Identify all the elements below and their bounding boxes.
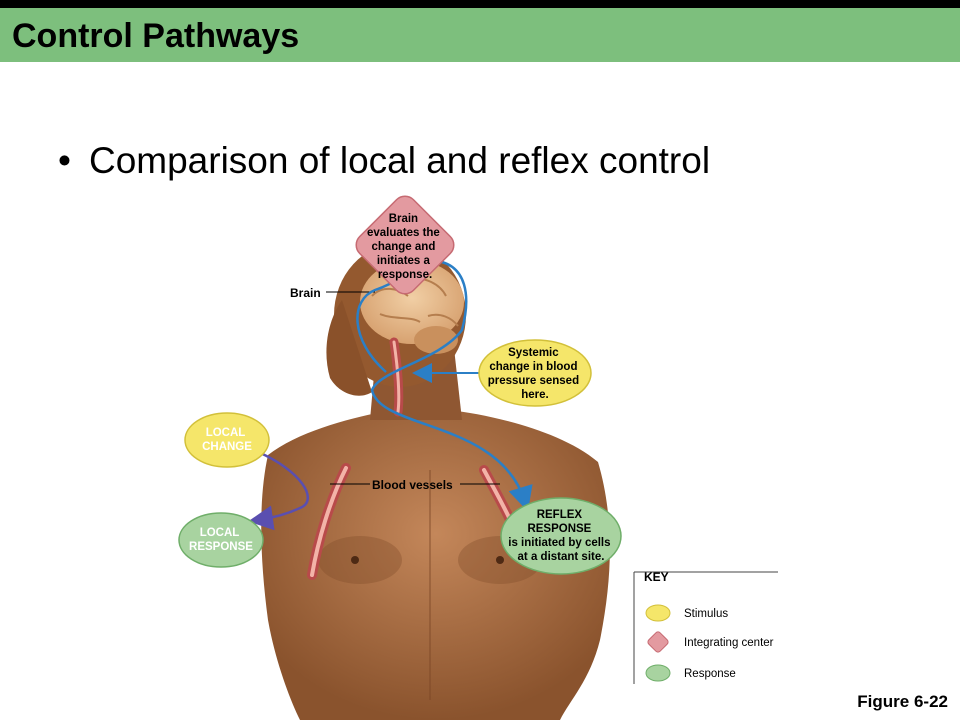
brain-center-line-4: initiates a (377, 255, 431, 267)
svg-text:LOCAL CHANGE: LOCAL CHANGE (202, 427, 252, 453)
reflex-response-oval: REFLEX RESPONSE is initiated by cells at… (500, 497, 622, 575)
systemic-line-3: pressure sensed (488, 375, 579, 387)
title-bar (0, 8, 960, 62)
local-change-oval: LOCAL CHANGE (184, 412, 270, 468)
reflex-pathway-arrow (356, 258, 533, 512)
local-response-oval: LOCAL RESPONSE (178, 512, 264, 568)
svg-text:REFLEX RESPONSE: REFLEX RESPONSE is initiated by cells at… (508, 509, 613, 563)
brain-center-line-5: response. (378, 269, 432, 281)
local-response-line-1: LOCAL (200, 527, 240, 539)
systemic-stimulus-oval: Systemic change in blood pressure sensed… (478, 339, 592, 407)
brain-center-line-1: Brain (389, 213, 418, 225)
svg-text:Brain evaluates the: Brain evaluates the change and initiates… (367, 213, 443, 281)
legend-key: KEY Stimulus Integrating center Response (633, 570, 778, 684)
reflex-line-3: is initiated by cells (508, 537, 610, 549)
local-response-line-2: RESPONSE (189, 541, 253, 553)
bullet-point: • Comparison of local and reflex control (58, 140, 710, 182)
blood-vessels-label: Blood vessels (372, 478, 453, 492)
legend-integrating-swatch (647, 631, 669, 653)
legend-stimulus-label: Stimulus (684, 608, 728, 620)
brain-center-line-3: change and (371, 241, 435, 253)
integrating-center-diamond: Brain evaluates the change and initiates… (355, 195, 455, 295)
legend-response-label: Response (684, 668, 736, 680)
bullet-text: Comparison of local and reflex control (88, 140, 711, 181)
systemic-line-1: Systemic (508, 347, 559, 359)
systemic-line-2: change in blood (489, 361, 577, 373)
legend-stimulus-swatch (645, 604, 671, 622)
reflex-line-1: REFLEX (537, 509, 583, 521)
legend-title: KEY (644, 570, 669, 584)
face-profile (326, 300, 372, 396)
figure-label: Figure 6-22 (857, 692, 948, 711)
legend-integrating-label: Integrating center (684, 637, 774, 649)
local-change-line-1: LOCAL (206, 427, 246, 439)
brain-center-line-2: evaluates the (367, 227, 440, 239)
reflex-line-4: at a distant site. (518, 551, 605, 563)
top-rule (0, 0, 960, 8)
brain-label: Brain (290, 286, 321, 300)
legend-response-swatch (645, 664, 671, 682)
reflex-line-2: RESPONSE (527, 523, 591, 535)
local-change-line-2: CHANGE (202, 441, 252, 453)
svg-text:Systemic change in blo: Systemic change in blood pressure sensed… (488, 347, 583, 401)
slide-title: Control Pathways (12, 17, 300, 55)
svg-text:LOCAL RESPONSE: LOCAL RESPONSE (189, 527, 253, 553)
local-pathway-arrow (248, 450, 310, 531)
brain (360, 260, 464, 344)
systemic-line-4: here. (521, 389, 549, 401)
bullet-glyph: • (58, 140, 71, 181)
